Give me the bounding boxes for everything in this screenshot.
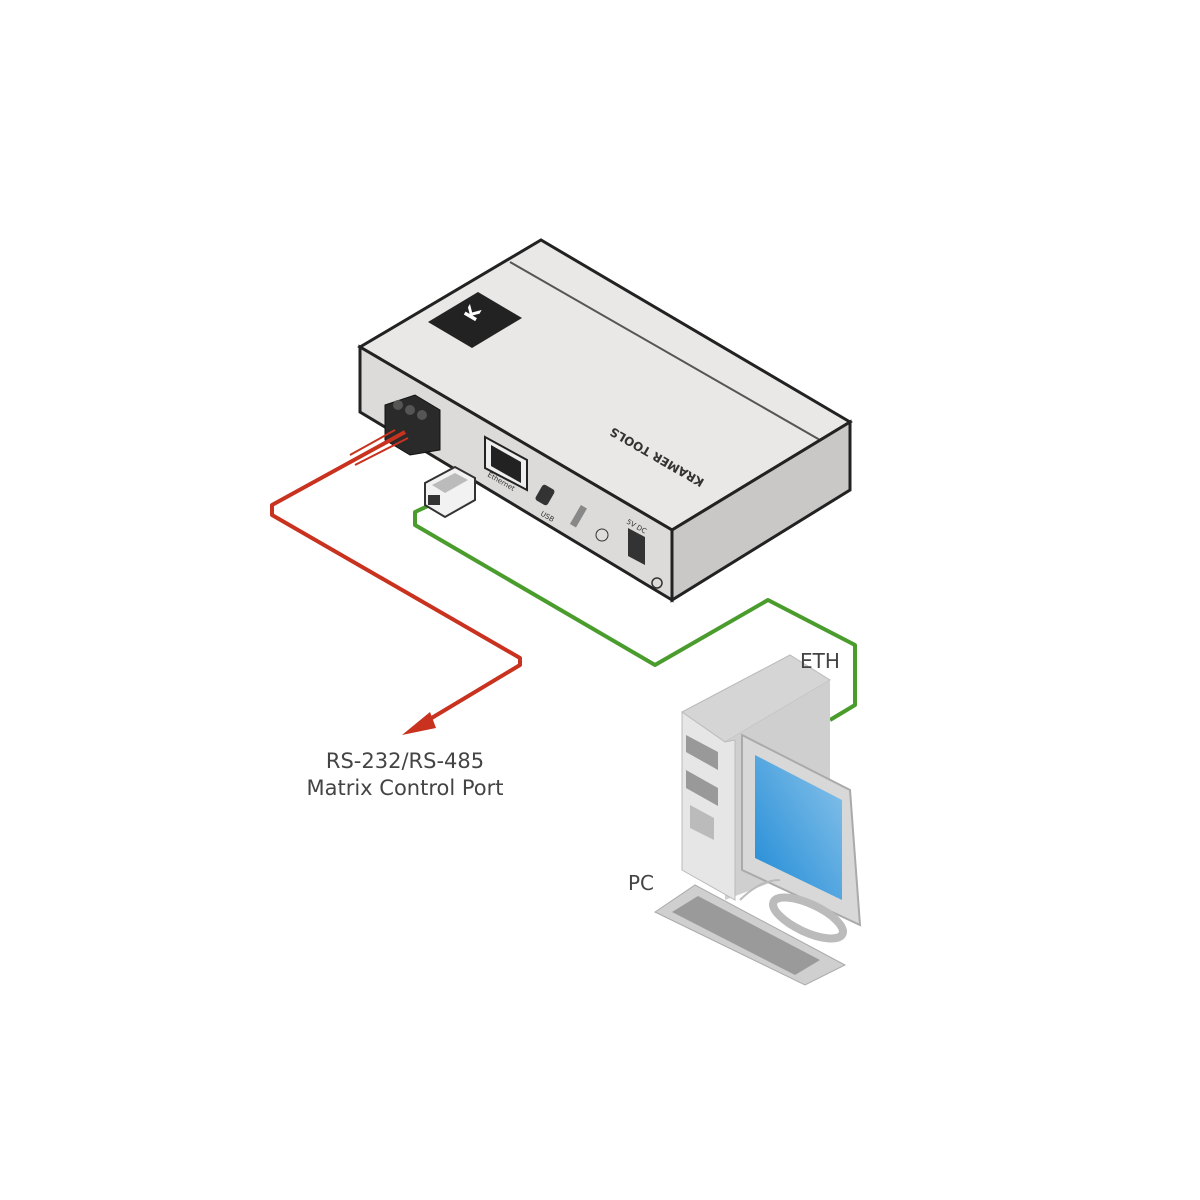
monitor-screen <box>755 755 842 900</box>
ethernet-cable <box>413 503 857 722</box>
reset-button <box>569 504 609 542</box>
control-port-label-line1: RS-232/RS-485 <box>325 749 485 773</box>
control-port-label-line2: Matrix Control Port <box>306 776 504 800</box>
control-port-label: RS-232/RS-485 Matrix Control Port <box>270 748 540 802</box>
rj45-plug <box>424 465 476 519</box>
kramer-logo: K <box>428 292 522 348</box>
serial-terminal-block <box>384 394 441 456</box>
arrow-head-icon <box>402 712 436 735</box>
control-device: K KRAMER TOOLS Ethernet USB 5V DC <box>357 238 853 603</box>
eth-label: ETH <box>800 649 840 673</box>
tower-front <box>681 711 736 901</box>
device-side <box>670 419 852 603</box>
pc-label: PC <box>628 871 655 895</box>
serial-cable <box>270 429 522 735</box>
pc <box>654 654 862 986</box>
monitor-stand <box>769 893 847 943</box>
